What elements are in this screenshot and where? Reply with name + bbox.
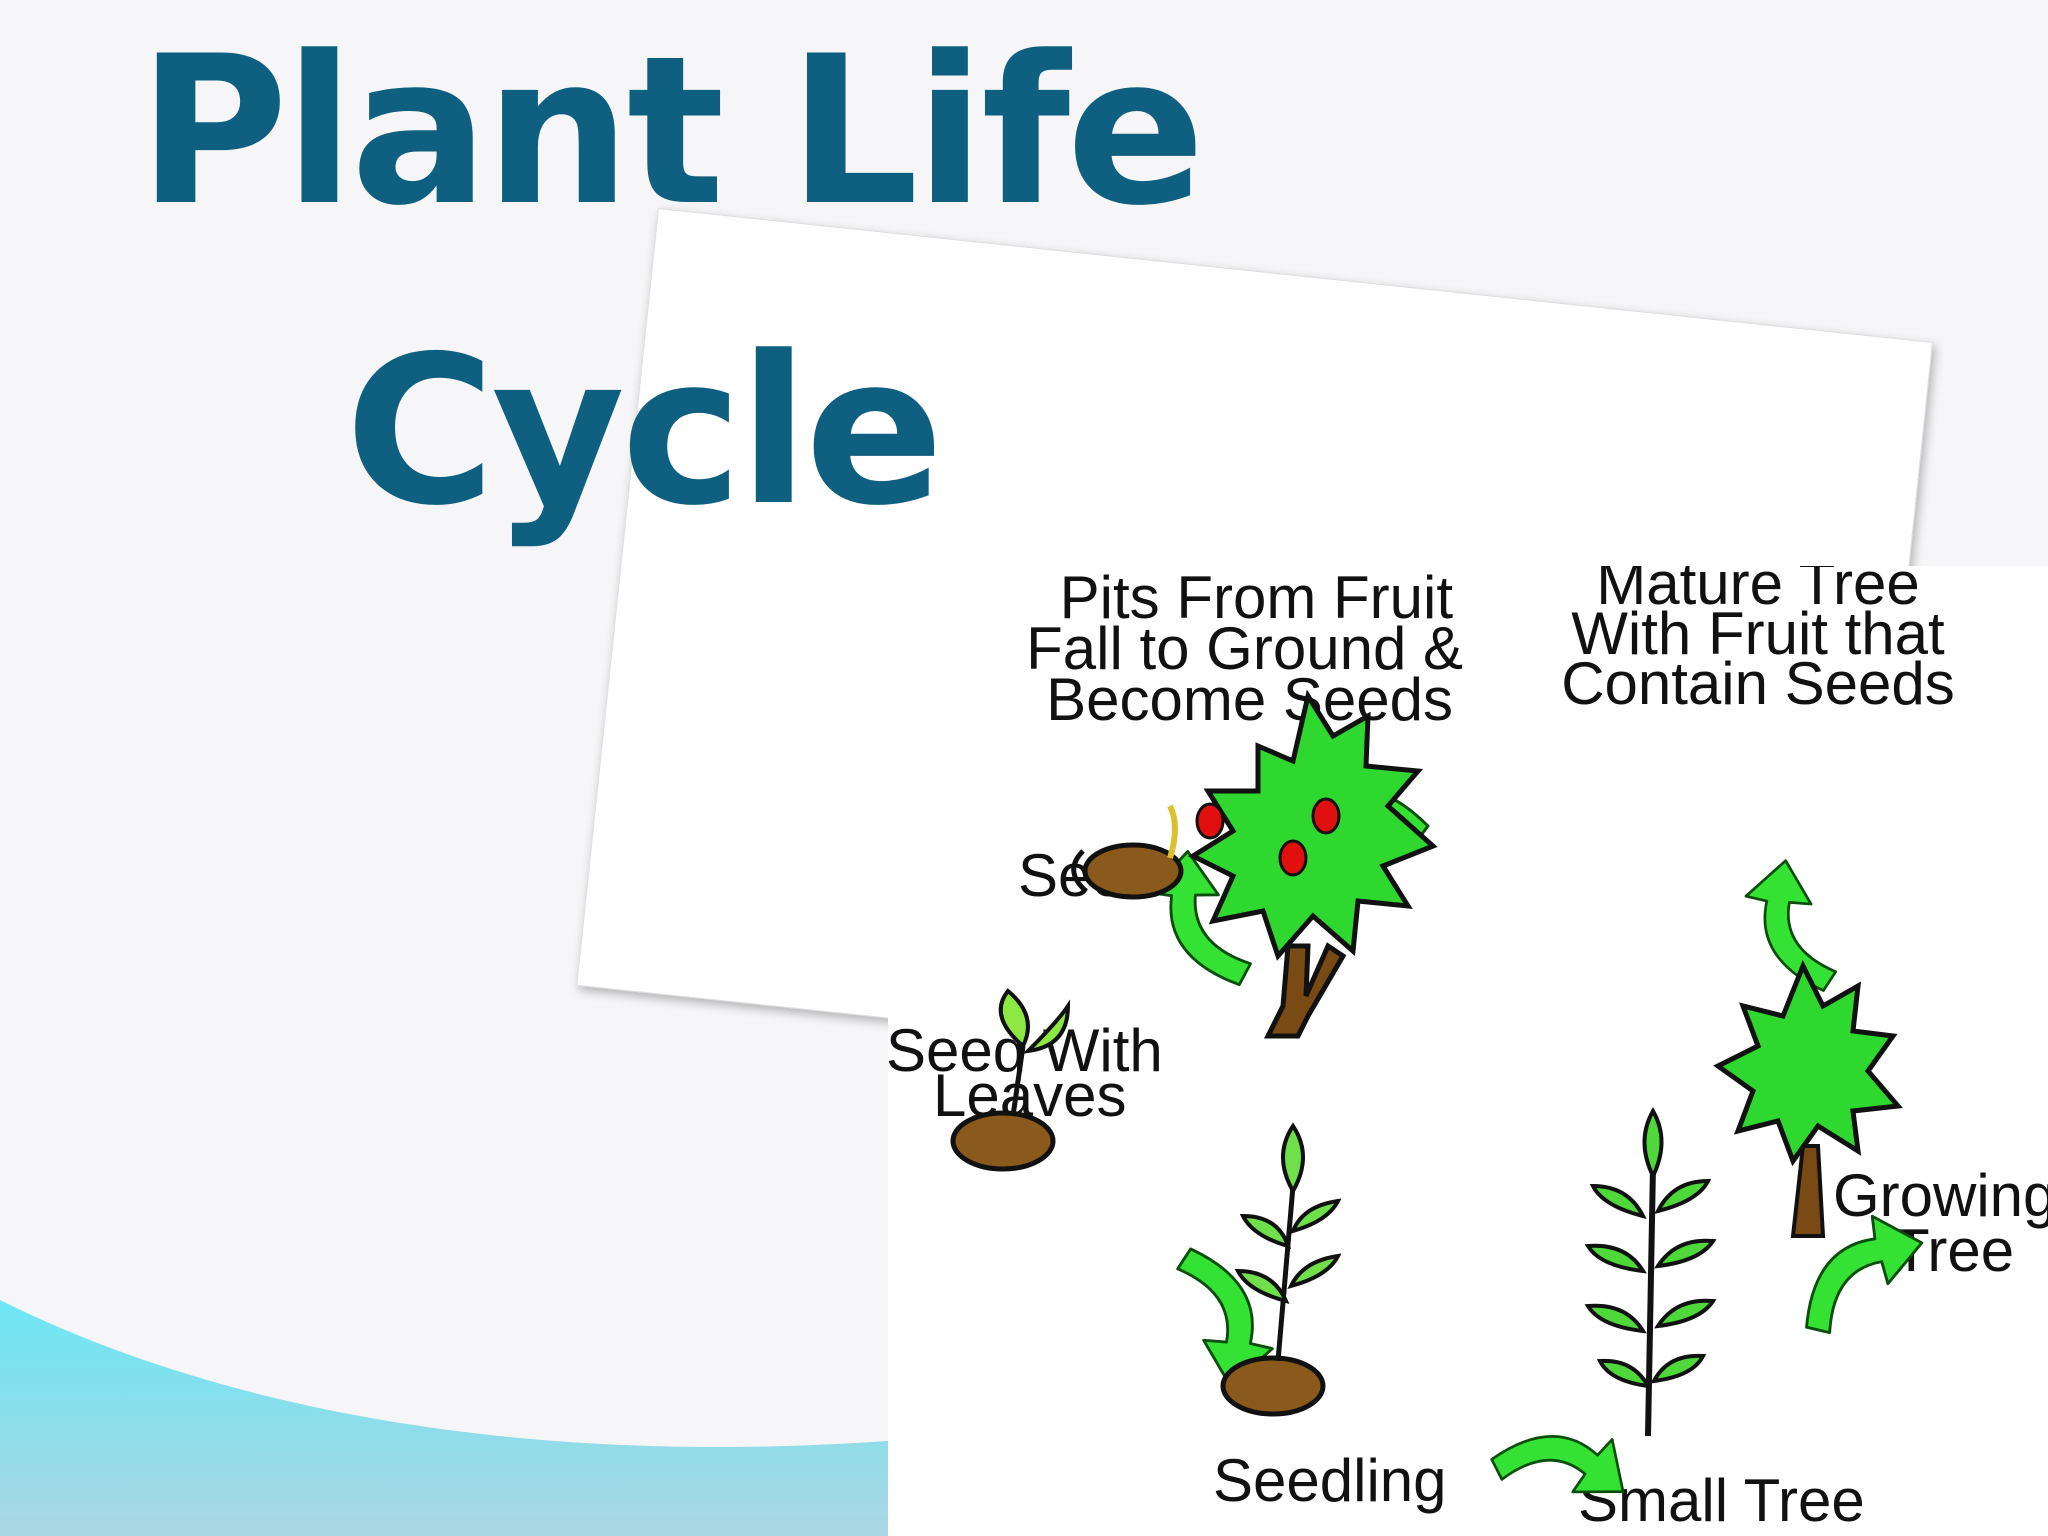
arrow-growing-to-mature-tree bbox=[1737, 856, 1842, 1006]
label-mature-tree: Mature Tree With Fruit that Contain Seed… bbox=[1561, 566, 1955, 717]
label-small-tree: Small Tree bbox=[1578, 1467, 1865, 1534]
slide-title-line-2: Cycle bbox=[345, 313, 944, 551]
label-line: Fall to Ground & bbox=[1026, 615, 1463, 682]
label-growing-tree: Growing Tree bbox=[1833, 1162, 2048, 1284]
label-line: Pits From Fruit bbox=[1060, 566, 1454, 631]
decorative-wave bbox=[0, 1300, 900, 1536]
growing-tree-icon bbox=[1713, 959, 1903, 1238]
label-seedling: Seedling bbox=[1213, 1447, 1447, 1514]
small-tree-icon bbox=[1584, 1106, 1717, 1437]
label-pits: Pits From Fruit Fall to Ground & Become … bbox=[1026, 566, 1463, 733]
label-line: Become Seeds bbox=[1046, 666, 1453, 733]
label-line: Contain Seeds bbox=[1561, 650, 1955, 717]
label-line: Growing bbox=[1833, 1162, 2048, 1229]
label-line: Mature Tree bbox=[1596, 566, 1919, 617]
slide-title-line-1: Plant Life bbox=[138, 13, 1205, 251]
mature-tree-icon bbox=[1187, 689, 1438, 1039]
plant-life-cycle-diagram: Mature Tree With Fruit that Contain Seed… bbox=[888, 566, 2048, 1536]
seed-icon bbox=[1071, 804, 1184, 900]
arrow-seedling-to-small-tree bbox=[1487, 1418, 1634, 1502]
label-line: With Fruit that bbox=[1571, 600, 1945, 667]
label-line: Seedling bbox=[1213, 1447, 1447, 1514]
label-line: Small Tree bbox=[1578, 1467, 1865, 1534]
seedling-icon bbox=[1220, 1122, 1342, 1417]
seed-with-leaves-icon bbox=[950, 988, 1071, 1172]
